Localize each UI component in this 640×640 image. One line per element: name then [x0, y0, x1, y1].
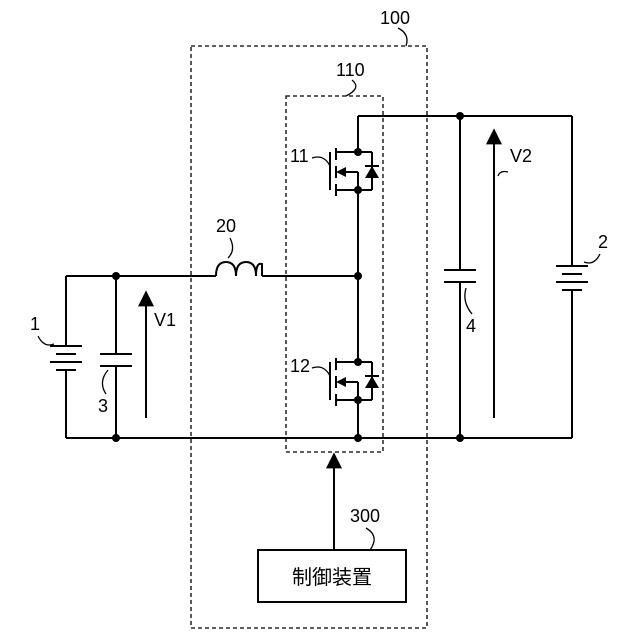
node-left-top: [112, 272, 120, 280]
converter-boundary: [191, 46, 427, 628]
controller-text: 制御装置: [292, 565, 372, 589]
label-voltage-left: V1: [154, 310, 176, 330]
leader-source-right: [584, 254, 600, 263]
leader-switch-module: [346, 80, 356, 96]
label-source-right: 2: [598, 232, 608, 252]
node-11-top: [354, 148, 362, 156]
node-12-bottom: [354, 396, 362, 404]
node-left-bottom: [112, 434, 120, 442]
leader-capacitor-right: [465, 288, 472, 314]
capacitor-4: [444, 270, 476, 282]
label-converter: 100: [380, 8, 410, 28]
node-11-bottom: [354, 186, 362, 194]
label-controller-ref: 300: [350, 506, 380, 526]
label-switch-module: 110: [336, 60, 365, 80]
label-capacitor-left: 3: [98, 396, 108, 416]
leader-converter: [398, 28, 407, 46]
leader-switch-lower: [312, 367, 330, 376]
label-switch-lower: 12: [290, 356, 310, 376]
leader-inductor: [228, 238, 233, 258]
node-cap4-bottom: [456, 434, 464, 442]
node-12-top: [354, 358, 362, 366]
leader-voltage-right: [498, 172, 508, 177]
label-voltage-right: V2: [510, 146, 532, 166]
node-cap4-top: [456, 112, 464, 120]
leader-capacitor-left: [102, 370, 108, 394]
node-mid: [354, 272, 362, 280]
label-inductor: 20: [216, 216, 236, 236]
label-switch-upper: 11: [290, 146, 309, 166]
leader-switch-upper: [312, 157, 330, 166]
leader-controller-ref: [366, 528, 374, 550]
inductor-20: [216, 262, 262, 276]
battery-1: [50, 346, 82, 370]
battery-2: [556, 266, 588, 290]
label-capacitor-right: 4: [466, 316, 476, 336]
node-leg-bottom: [354, 434, 362, 442]
leader-source-left: [38, 336, 54, 345]
label-source-left: 1: [30, 314, 40, 334]
capacitor-3: [100, 354, 132, 366]
